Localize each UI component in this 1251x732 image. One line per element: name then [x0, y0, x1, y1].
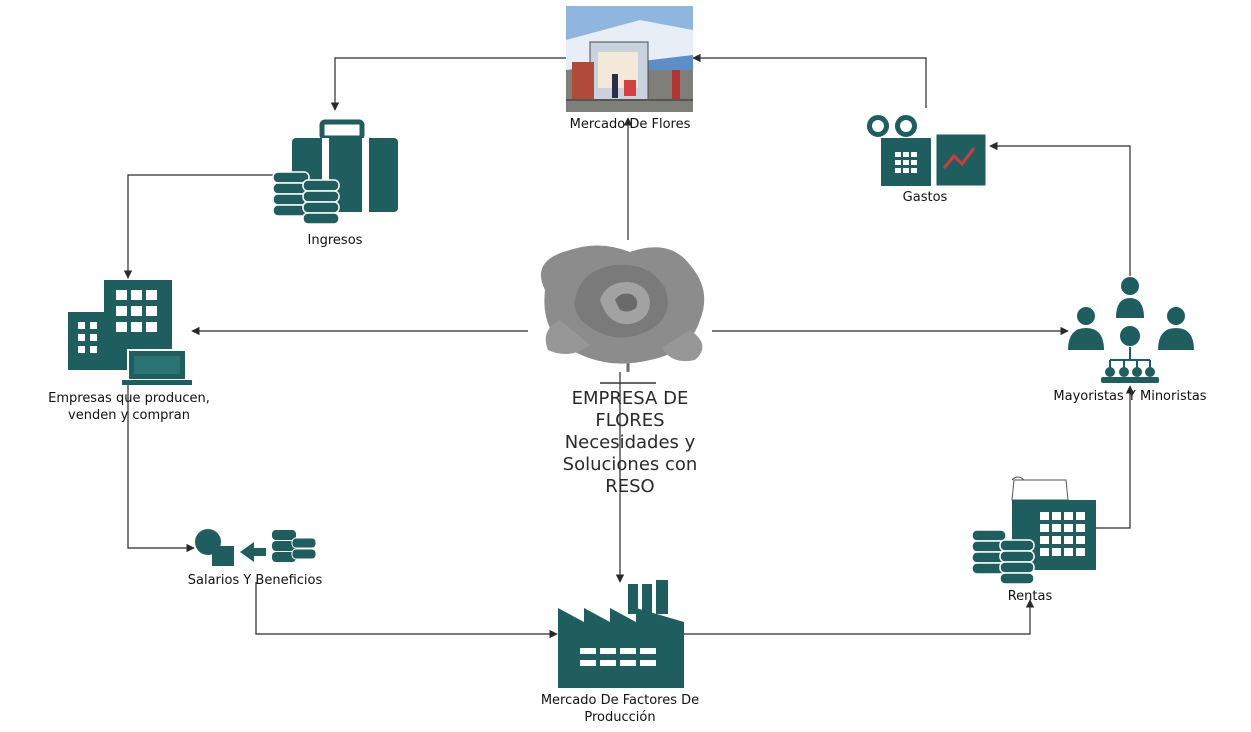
center-title-line-4: Soluciones con [562, 454, 698, 475]
arrow-gastos-flores [692, 53, 927, 108]
connectors [123, 53, 1135, 639]
arrow-rentas-mayoristas [1096, 385, 1135, 529]
register-coins-icon [971, 476, 1096, 585]
center-title: EMPRESA DE FLORES Necesidades y Solucion… [515, 388, 745, 498]
label-empresas-line-1: Empresas que producen, [48, 391, 210, 406]
label-mercado-factores: Mercado De Factores De Producción [480, 692, 760, 726]
arrow-salarios-factores [255, 582, 558, 639]
office-building-icon [68, 280, 192, 385]
arrow-flores-ingresos [330, 57, 566, 111]
people-network-icon [1068, 277, 1194, 383]
arrow-mayoristas-gastos [989, 141, 1131, 276]
factory-icon [558, 580, 684, 688]
label-gastos: Gastos [902, 190, 948, 205]
briefcase-coins-icon [272, 119, 398, 225]
label-salarios: Salarios Y Beneficios [187, 573, 323, 588]
center-title-line-1: EMPRESA DE [571, 388, 689, 409]
label-factores-line-1: Mercado De Factores De [540, 693, 700, 708]
calculator-chart-icon [865, 113, 987, 187]
money-transfer-icon [195, 529, 317, 566]
label-rentas: Rentas [1007, 589, 1053, 604]
label-factores-line-2: Producción [584, 710, 656, 725]
arrow-ingresos-empresas [123, 174, 275, 279]
arrow-factores-rentas [684, 599, 1035, 635]
label-empresas: Empresas que producen, venden y compran [4, 390, 254, 424]
center-title-line-2: FLORES [595, 410, 665, 431]
label-mayoristas: Mayoristas Y Minoristas [1053, 389, 1207, 404]
center-title-line-3: Necesidades y [564, 432, 696, 453]
label-empresas-line-2: venden y compran [68, 408, 190, 423]
market-photo [566, 6, 693, 112]
label-ingresos: Ingresos [307, 233, 363, 248]
arrow-empresas-salarios [127, 384, 195, 553]
center-title-line-5: RESO [605, 476, 655, 497]
rose-image [540, 245, 705, 384]
label-mercado-flores: Mercado De Flores [569, 117, 691, 132]
